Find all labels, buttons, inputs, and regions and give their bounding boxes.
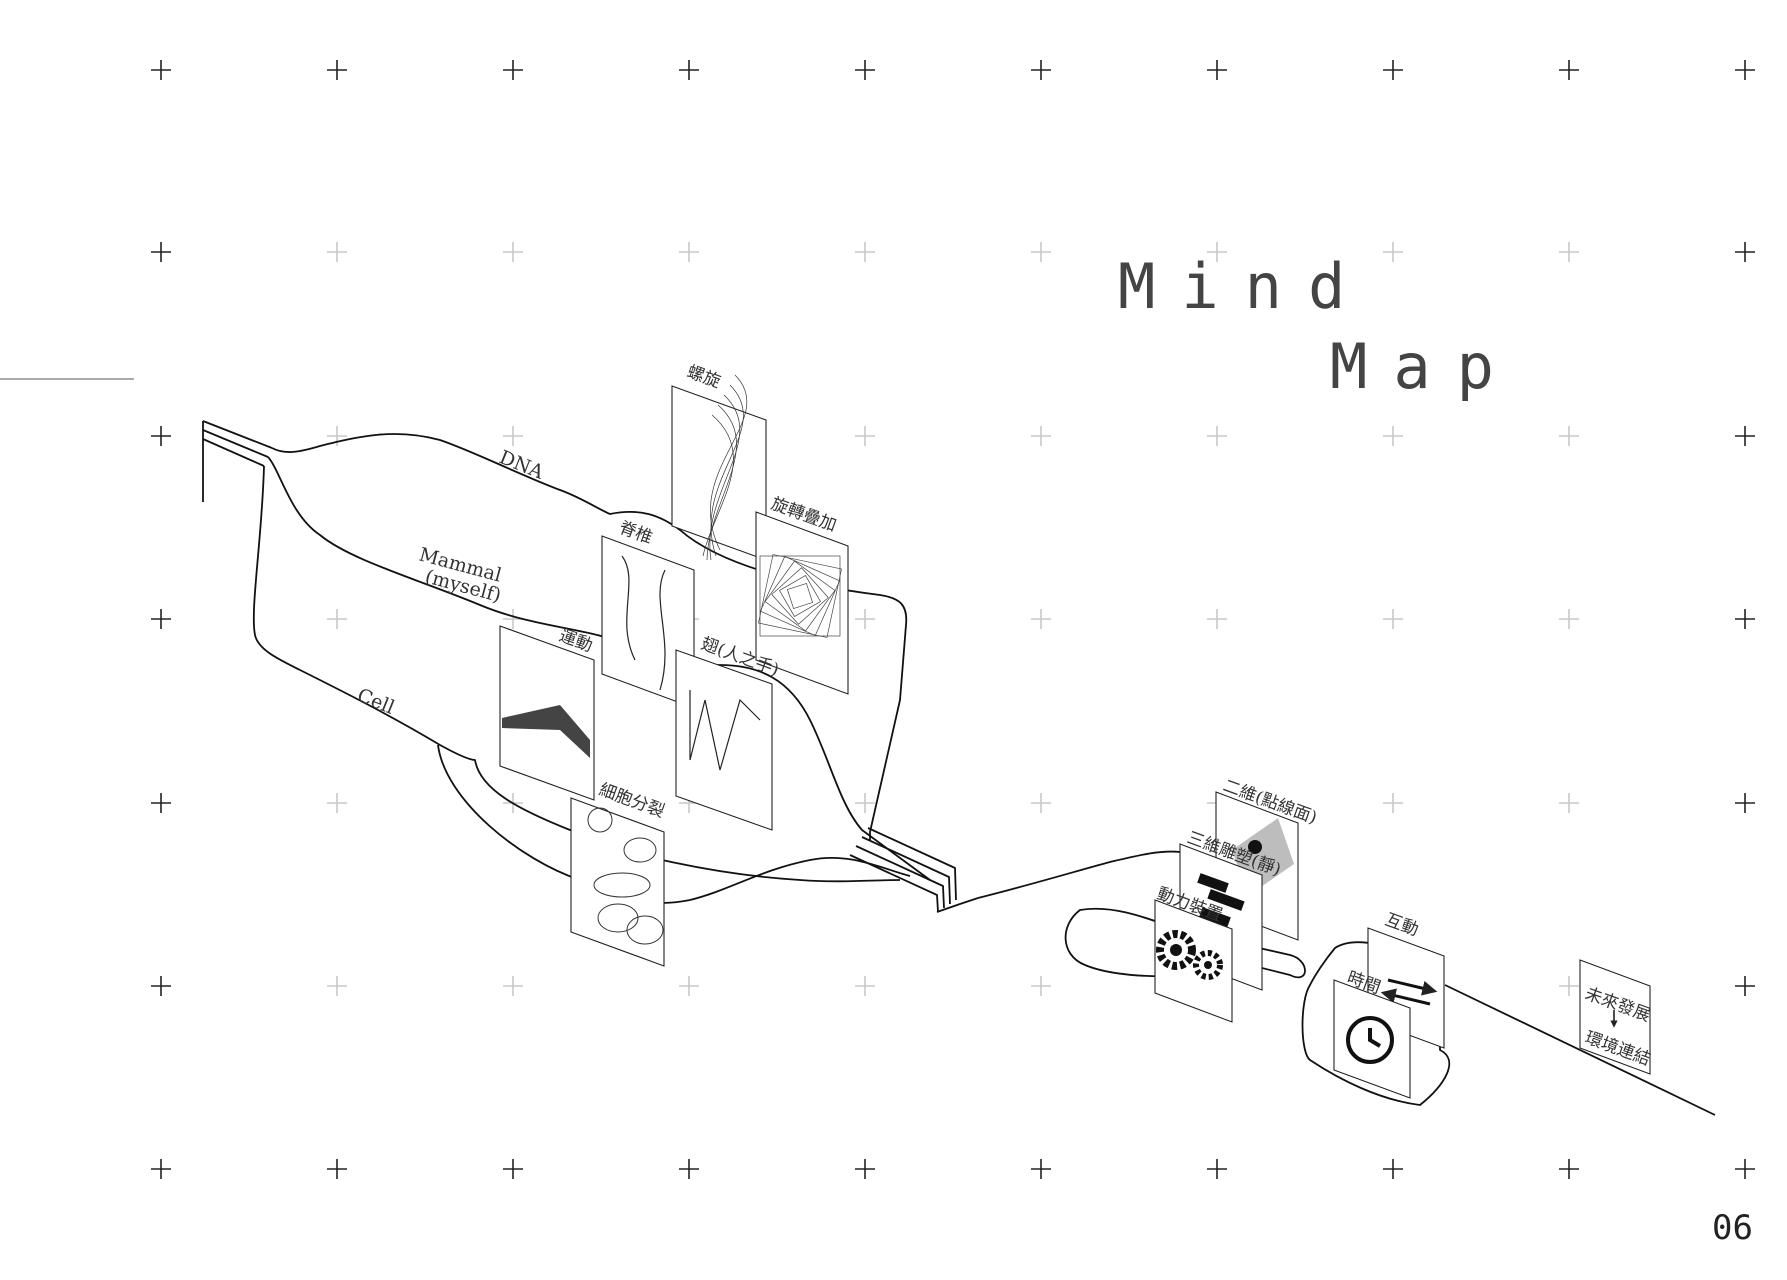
grid-cross	[151, 793, 171, 813]
dna-label: DNA	[496, 446, 547, 484]
spiral-card: 螺旋	[672, 362, 766, 560]
grid-cross	[151, 1159, 171, 1179]
spiral-label: 螺旋	[684, 362, 723, 392]
grid-cross	[327, 609, 347, 629]
grid-cross	[1559, 976, 1579, 996]
grid-cross	[1207, 426, 1227, 446]
grid-cross	[679, 976, 699, 996]
page-number: 06	[1712, 1208, 1753, 1248]
grid-cross	[1207, 60, 1227, 80]
grid-cross	[1735, 426, 1755, 446]
grid-cross	[1559, 426, 1579, 446]
grid-cross	[327, 793, 347, 813]
grid-cross	[503, 976, 523, 996]
grid-cross	[1559, 793, 1579, 813]
grid-cross	[327, 976, 347, 996]
flow-lines	[203, 421, 1715, 1115]
cross-grid	[151, 60, 1755, 1179]
grid-cross	[855, 426, 875, 446]
grid-cross	[1735, 60, 1755, 80]
title-map: Map	[1330, 330, 1520, 403]
future-card: 未來發展 環境連結	[1580, 960, 1653, 1074]
grid-cross	[1735, 793, 1755, 813]
output-line	[978, 852, 1180, 898]
power-device-card: 動力裝置	[1154, 884, 1232, 1022]
grid-cross	[1383, 793, 1403, 813]
grid-cross	[1383, 60, 1403, 80]
grid-cross	[855, 242, 875, 262]
title-mind: Mind	[1118, 250, 1371, 323]
grid-cross	[679, 60, 699, 80]
grid-cross	[1031, 60, 1051, 80]
grid-cross	[1559, 60, 1579, 80]
grid-cross	[1735, 976, 1755, 996]
grid-cross	[1031, 426, 1051, 446]
grid-cross	[1031, 242, 1051, 262]
grid-cross	[855, 976, 875, 996]
grid-cross	[1559, 609, 1579, 629]
grid-cross	[1383, 242, 1403, 262]
grid-cross	[1207, 609, 1227, 629]
grid-cross	[327, 242, 347, 262]
grid-cross	[327, 60, 347, 80]
wing-card: 翅(人之手)	[676, 634, 781, 830]
grid-cross	[1735, 1159, 1755, 1179]
grid-cross	[503, 242, 523, 262]
grid-cross	[151, 976, 171, 996]
grid-cross	[855, 60, 875, 80]
grid-cross	[1735, 242, 1755, 262]
grid-cross	[151, 426, 171, 446]
grid-cross	[855, 609, 875, 629]
grid-cross	[1031, 609, 1051, 629]
grid-cross	[679, 1159, 699, 1179]
grid-cross	[1031, 1159, 1051, 1179]
grid-cross	[1031, 976, 1051, 996]
grid-cross	[1559, 1159, 1579, 1179]
grid-cross	[327, 1159, 347, 1179]
grid-cross	[1383, 1159, 1403, 1179]
grid-cross	[679, 242, 699, 262]
grid-cross	[1383, 609, 1403, 629]
motion-card: 運動	[500, 626, 595, 800]
grid-cross	[151, 609, 171, 629]
grid-cross	[503, 426, 523, 446]
grid-cross	[503, 1159, 523, 1179]
cell-division-card: 細胞分裂	[571, 780, 667, 966]
grid-cross	[1735, 609, 1755, 629]
grid-cross	[855, 793, 875, 813]
grid-cross	[1559, 242, 1579, 262]
grid-cross	[151, 242, 171, 262]
grid-cross	[1031, 793, 1051, 813]
grid-cross	[1383, 426, 1403, 446]
grid-cross	[855, 1159, 875, 1179]
grid-cross	[151, 60, 171, 80]
grid-cross	[503, 60, 523, 80]
cell-label: Cell	[354, 684, 397, 719]
grid-cross	[1207, 1159, 1227, 1179]
